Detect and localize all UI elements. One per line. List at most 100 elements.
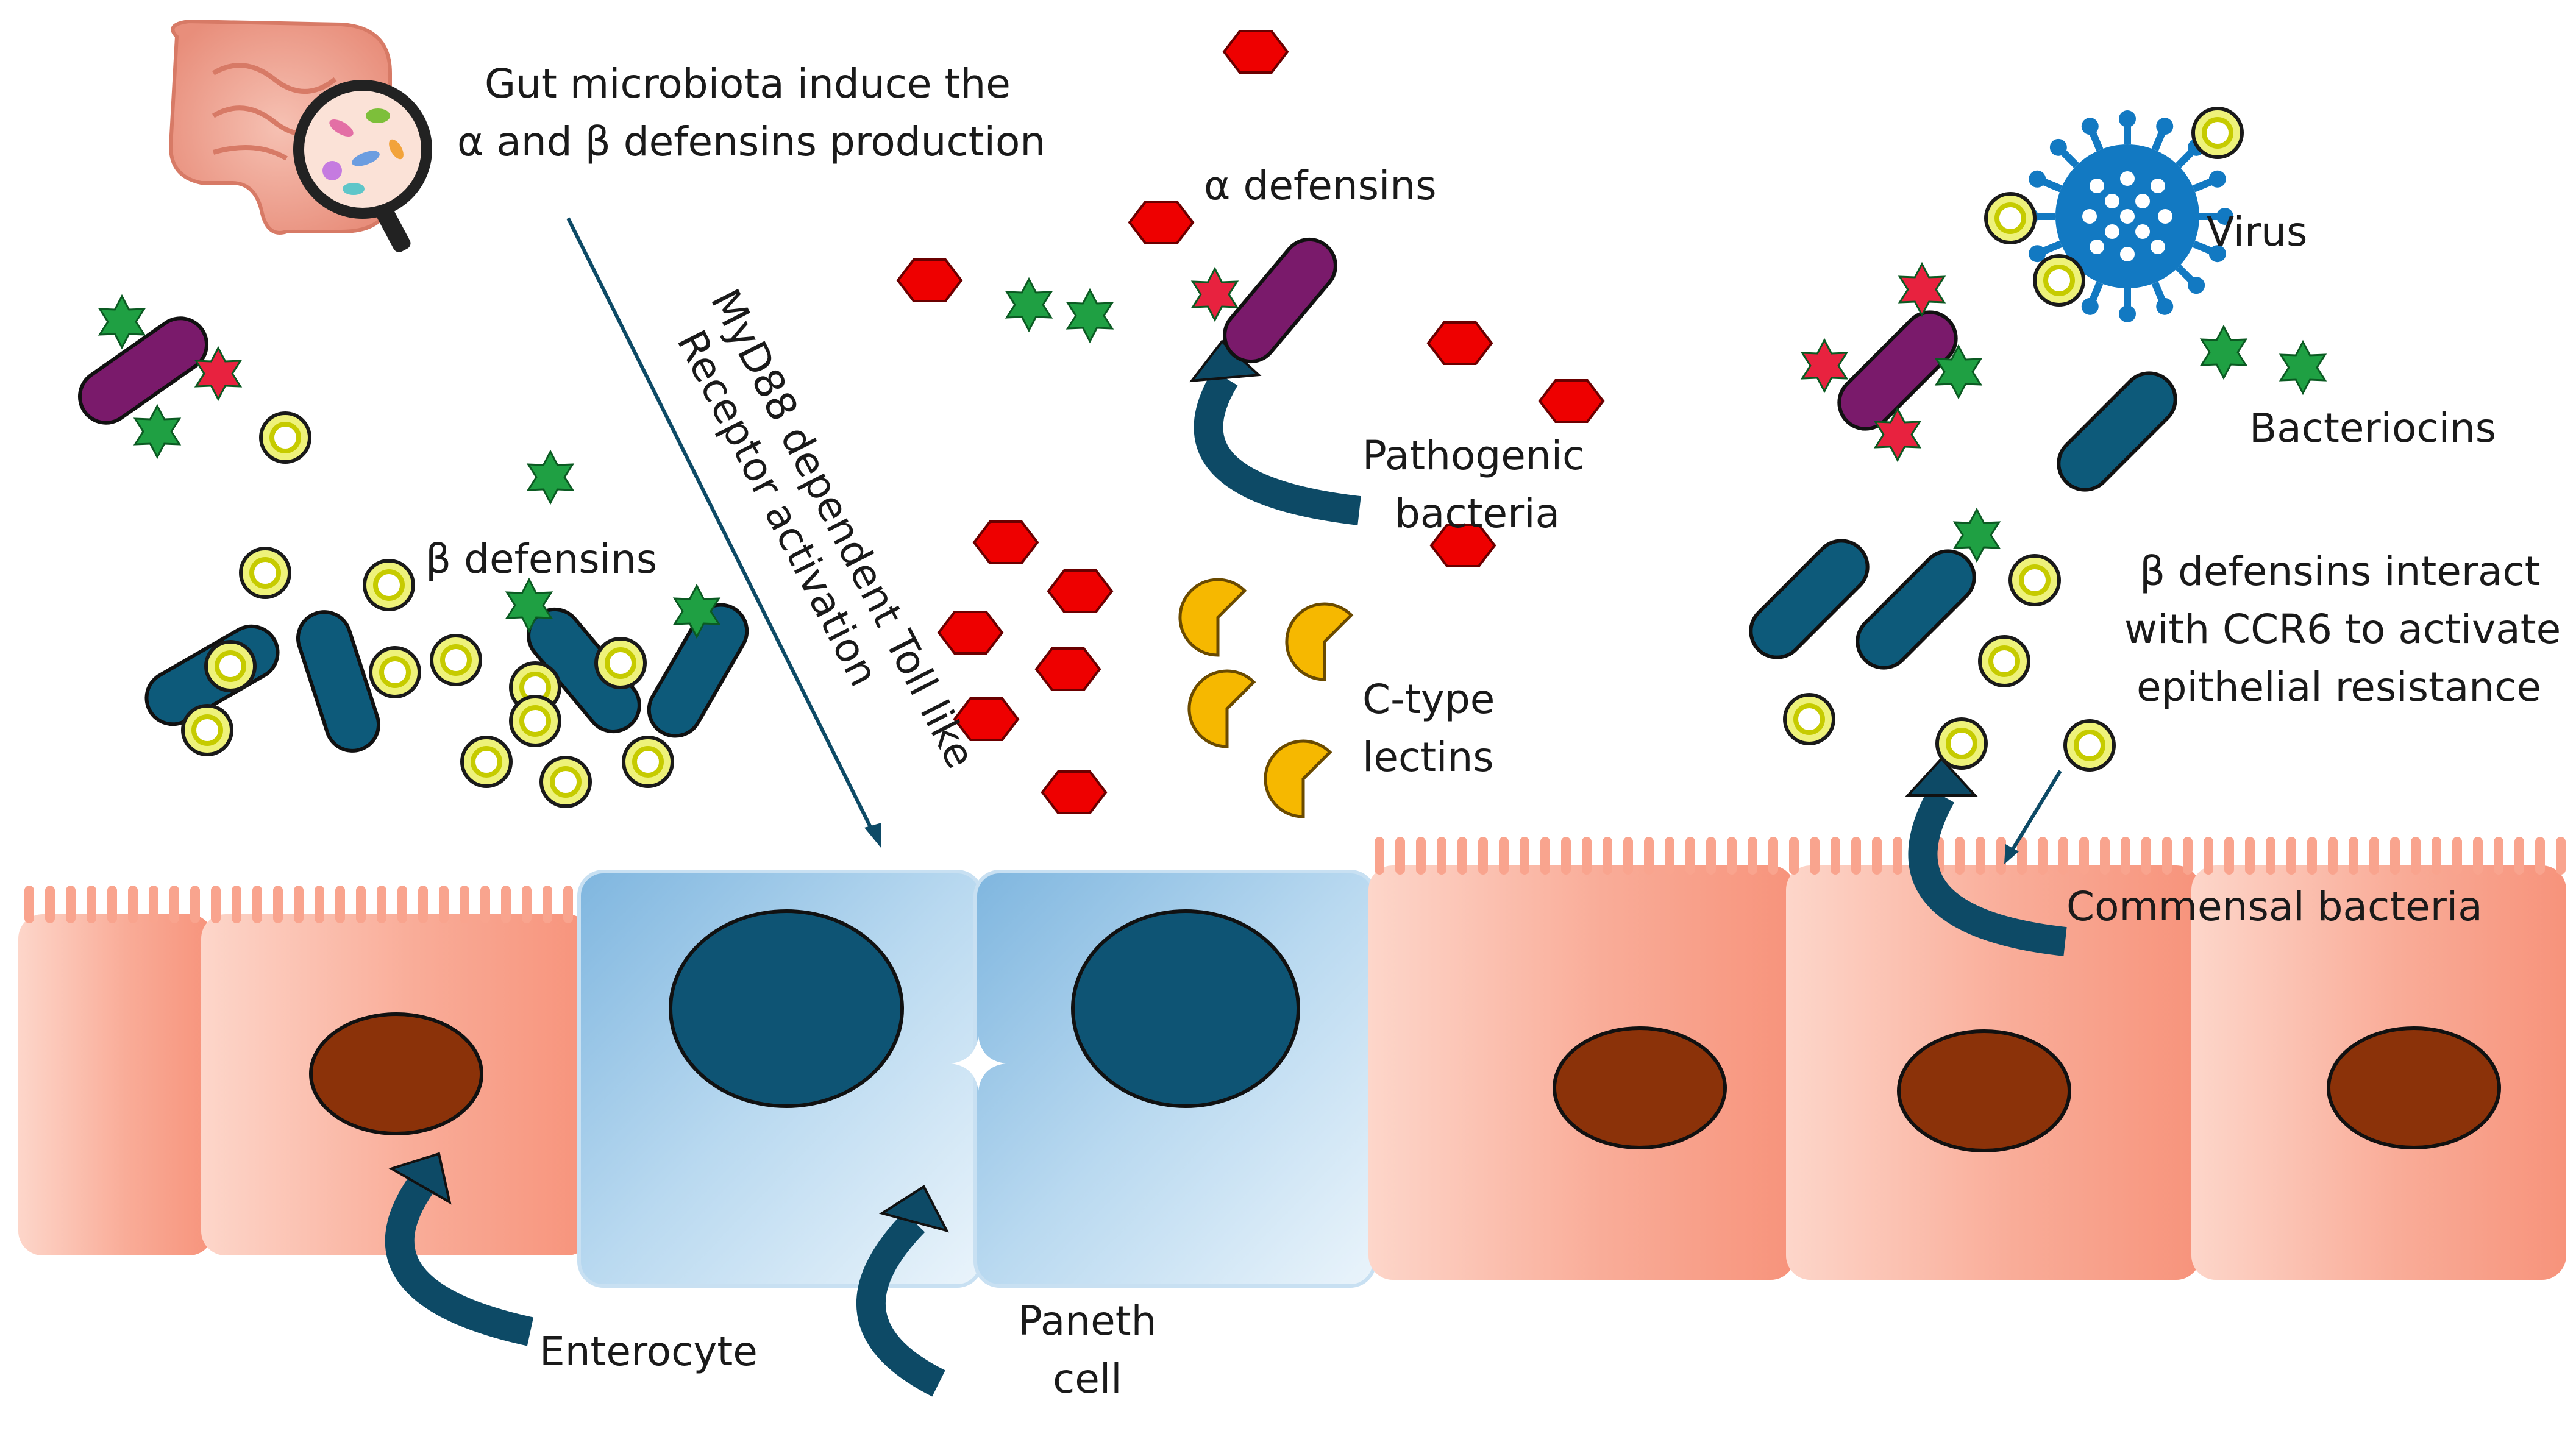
enterocyte-nucleus [1897,1029,2071,1152]
microvillus [1955,837,1965,875]
virus-label: Virus [2207,208,2307,255]
microvillus [418,886,428,923]
beta-defensin-ring-core [2019,564,2051,596]
enterocyte-cell-3 [1368,865,1795,1280]
beta-defensin-ring-core [2074,730,2105,761]
bacteriocin-star [526,449,575,505]
microvillus [128,886,138,923]
alpha-defensin-hexagon [896,258,963,302]
microvillus [2432,837,2441,875]
enterocyte-nucleus [309,1012,483,1135]
c-type-lectins [1178,578,1354,818]
c-type-lectin [1285,602,1354,681]
bacteriocin-star [505,577,553,633]
alpha-defensin-hexagon [1426,321,1493,365]
paneth-cell-1 [577,870,983,1288]
microvillus [397,886,407,923]
beta-defensin-ring-core [215,650,246,682]
epithelium [18,837,2566,1288]
curved-arrow-head [878,1185,949,1233]
alpha-defensin-hexagons [896,30,1605,814]
microvillus [522,886,532,923]
microvillus [2141,837,2151,875]
microvillus [1395,837,1405,875]
commensal-rod [647,603,749,738]
beta-defensin-ring-core [379,656,411,688]
microvillus [2204,837,2213,875]
enterocyte-cell-2 [201,914,591,1255]
microvillus [2452,837,2462,875]
microvillus [107,886,117,923]
curved-arrow-head [1905,757,1978,797]
bacteriocin-star [1066,288,1114,344]
alpha-defensin-hexagon [953,697,1020,741]
bacteriocin-star [1952,507,2001,563]
ccr6-label-line1: β defensins interact [2140,548,2541,595]
virus-spike-tip [2156,118,2174,135]
beta-defensin-ring-core [269,422,301,453]
beta-defensin-ring-core [2043,265,2075,296]
microvillus [377,886,386,923]
enterocyte-label: Enterocyte [539,1328,758,1375]
virus-dot [2158,209,2172,224]
virus-dot [2090,179,2104,193]
c-type-lectin [1187,669,1256,748]
enterocyte-cell-4 [1786,865,2201,1280]
beta-defensin-ring-core [249,557,281,589]
virus-spike-tip [2216,208,2233,225]
paneth-nucleus [669,909,904,1108]
microvillus [1437,837,1446,875]
virus-dot [2105,194,2119,208]
microvillus [1727,837,1737,875]
microvillus [1976,837,1985,875]
virus-spike-tip [2029,245,2046,263]
microvillus [2079,837,2089,875]
microvillus [1416,837,1426,875]
bacteriocin-star [2199,324,2248,380]
virus-spike-tip [2188,277,2205,294]
paneth-nucleus [1071,909,1300,1108]
curved-arrow-body [1908,788,2067,956]
beta-defensin-ring-core [471,746,502,778]
pathogenic-rod [1223,237,1337,364]
myd88-label-line1: MyD88 dependent Toll like [702,282,984,775]
commensal-rod [1749,539,1870,659]
pathogenic-rod [77,316,209,425]
paneth-label-line2: cell [1053,1355,1122,1402]
microvillus [501,886,511,923]
microvillus [2266,837,2275,875]
microvillus [1644,837,1654,875]
microvillus [543,886,552,923]
beta-defensin-ring-core [1994,202,2026,234]
commensal-pointer-arrow [2004,770,2062,864]
beta-defensins-label: β defensins [425,536,657,583]
pathogenic-label-line2: bacteria [1395,490,1560,537]
virus-dot [2090,240,2104,254]
ctype-label-line2: lectins [1362,734,1494,781]
virus-dot [2082,209,2097,224]
beta-defensin-ring-core [191,714,223,746]
beta-defensin-ring-core [550,766,582,798]
virus-dot [2135,224,2150,239]
virus-dot [2135,194,2150,208]
beta-defensin-ring-core [519,705,551,737]
microvillus [169,886,179,923]
pathogenic-rod [1837,310,1958,431]
microvillus [149,886,158,923]
microvillus [439,886,449,923]
microvillus [1706,837,1716,875]
microvillus [294,886,304,923]
beta-defensin-ring-core [1988,645,2020,677]
commensal-rod [1856,549,1976,670]
virus-spike-tip [2049,138,2067,156]
microvillus [232,886,241,923]
microvillus [2535,837,2545,875]
microvillus [1893,837,1902,875]
red-star [1898,261,1946,318]
beta-defensin-ring-core [373,569,405,601]
microvillus [211,886,221,923]
commensal-rod [296,610,381,753]
microvillus [1457,837,1467,875]
microvillus [1851,837,1861,875]
microvillus [1478,837,1488,875]
